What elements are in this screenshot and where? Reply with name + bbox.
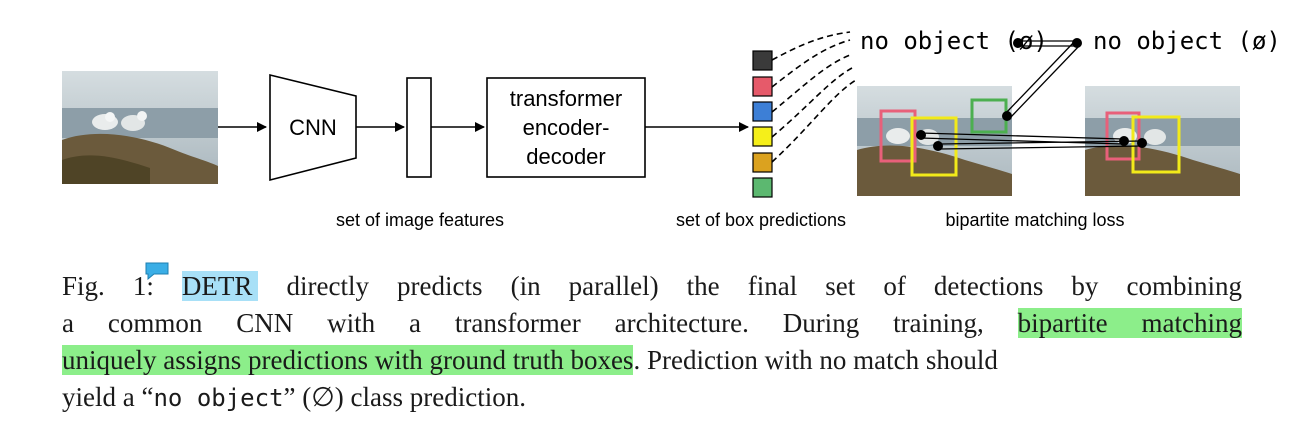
gt-box-yellow-right [1131,115,1181,174]
transformer-label-line-2: encoder- [523,115,610,140]
input-image [62,71,218,184]
prediction-square-2 [752,76,773,97]
caption-line-4: yield a “no object” (∅) class prediction… [62,379,1242,417]
caption-line-1: Fig. 1: DETR directly predicts (in paral… [62,268,1242,305]
caption-line-3-text: . Prediction with no match should [633,345,998,375]
fig-label: Fig. 1: [62,271,182,301]
no-object-code: no object [153,384,284,412]
comment-note-icon[interactable] [145,262,169,280]
matching-image-left [857,86,1012,196]
detr-architecture-figure: CNN transformer encoder- decoder [62,27,1281,230]
matching-lines [919,40,1142,150]
caption-line-4-b: ” (∅) class prediction. [283,382,526,412]
cnn-block: CNN [269,73,357,182]
green-highlight-part-1[interactable]: bipartite matching [1017,308,1242,338]
no-object-label-left: no object (ø) [860,27,1048,55]
prediction-square-4 [752,126,773,147]
green-highlight-part-2[interactable]: uniquely assigns predictions with ground… [62,345,634,375]
gt-box-yellow-left [910,116,958,177]
features-caption: set of image features [336,210,504,230]
figure-caption: Fig. 1: DETR directly predicts (in paral… [62,268,1242,417]
prediction-square-1 [752,50,773,71]
no-object-label-right: no object (ø) [1093,27,1281,55]
cnn-label: CNN [289,115,337,140]
caption-line-2: a common CNN with a transformer architec… [62,305,1242,342]
prediction-square-6 [752,177,773,198]
predictions-caption: set of box predictions [676,210,846,230]
dashed-connectors [771,31,857,163]
caption-line-4-a: yield a “ [62,382,154,412]
transformer-label-line-3: decoder [526,144,606,169]
caption-line-2-text: a common CNN with a transformer architec… [62,308,1018,338]
image-features-bar [406,77,432,178]
gt-box-pink-left [879,109,917,163]
transformer-label-line-1: transformer [510,86,622,111]
caption-line-3: uniquely assigns predictions with ground… [62,342,1242,379]
prediction-square-5 [752,152,773,173]
prediction-square-3 [752,101,773,122]
matching-dots [916,38,1147,151]
gt-box-pink-right [1105,111,1141,161]
detr-highlight[interactable]: DETR [181,271,259,301]
matching-caption: bipartite matching loss [945,210,1124,230]
box-predictions-stack [752,50,773,198]
caption-line-1-text: directly predicts (in parallel) the fina… [286,271,1243,301]
transformer-block: transformer encoder- decoder [486,77,646,178]
